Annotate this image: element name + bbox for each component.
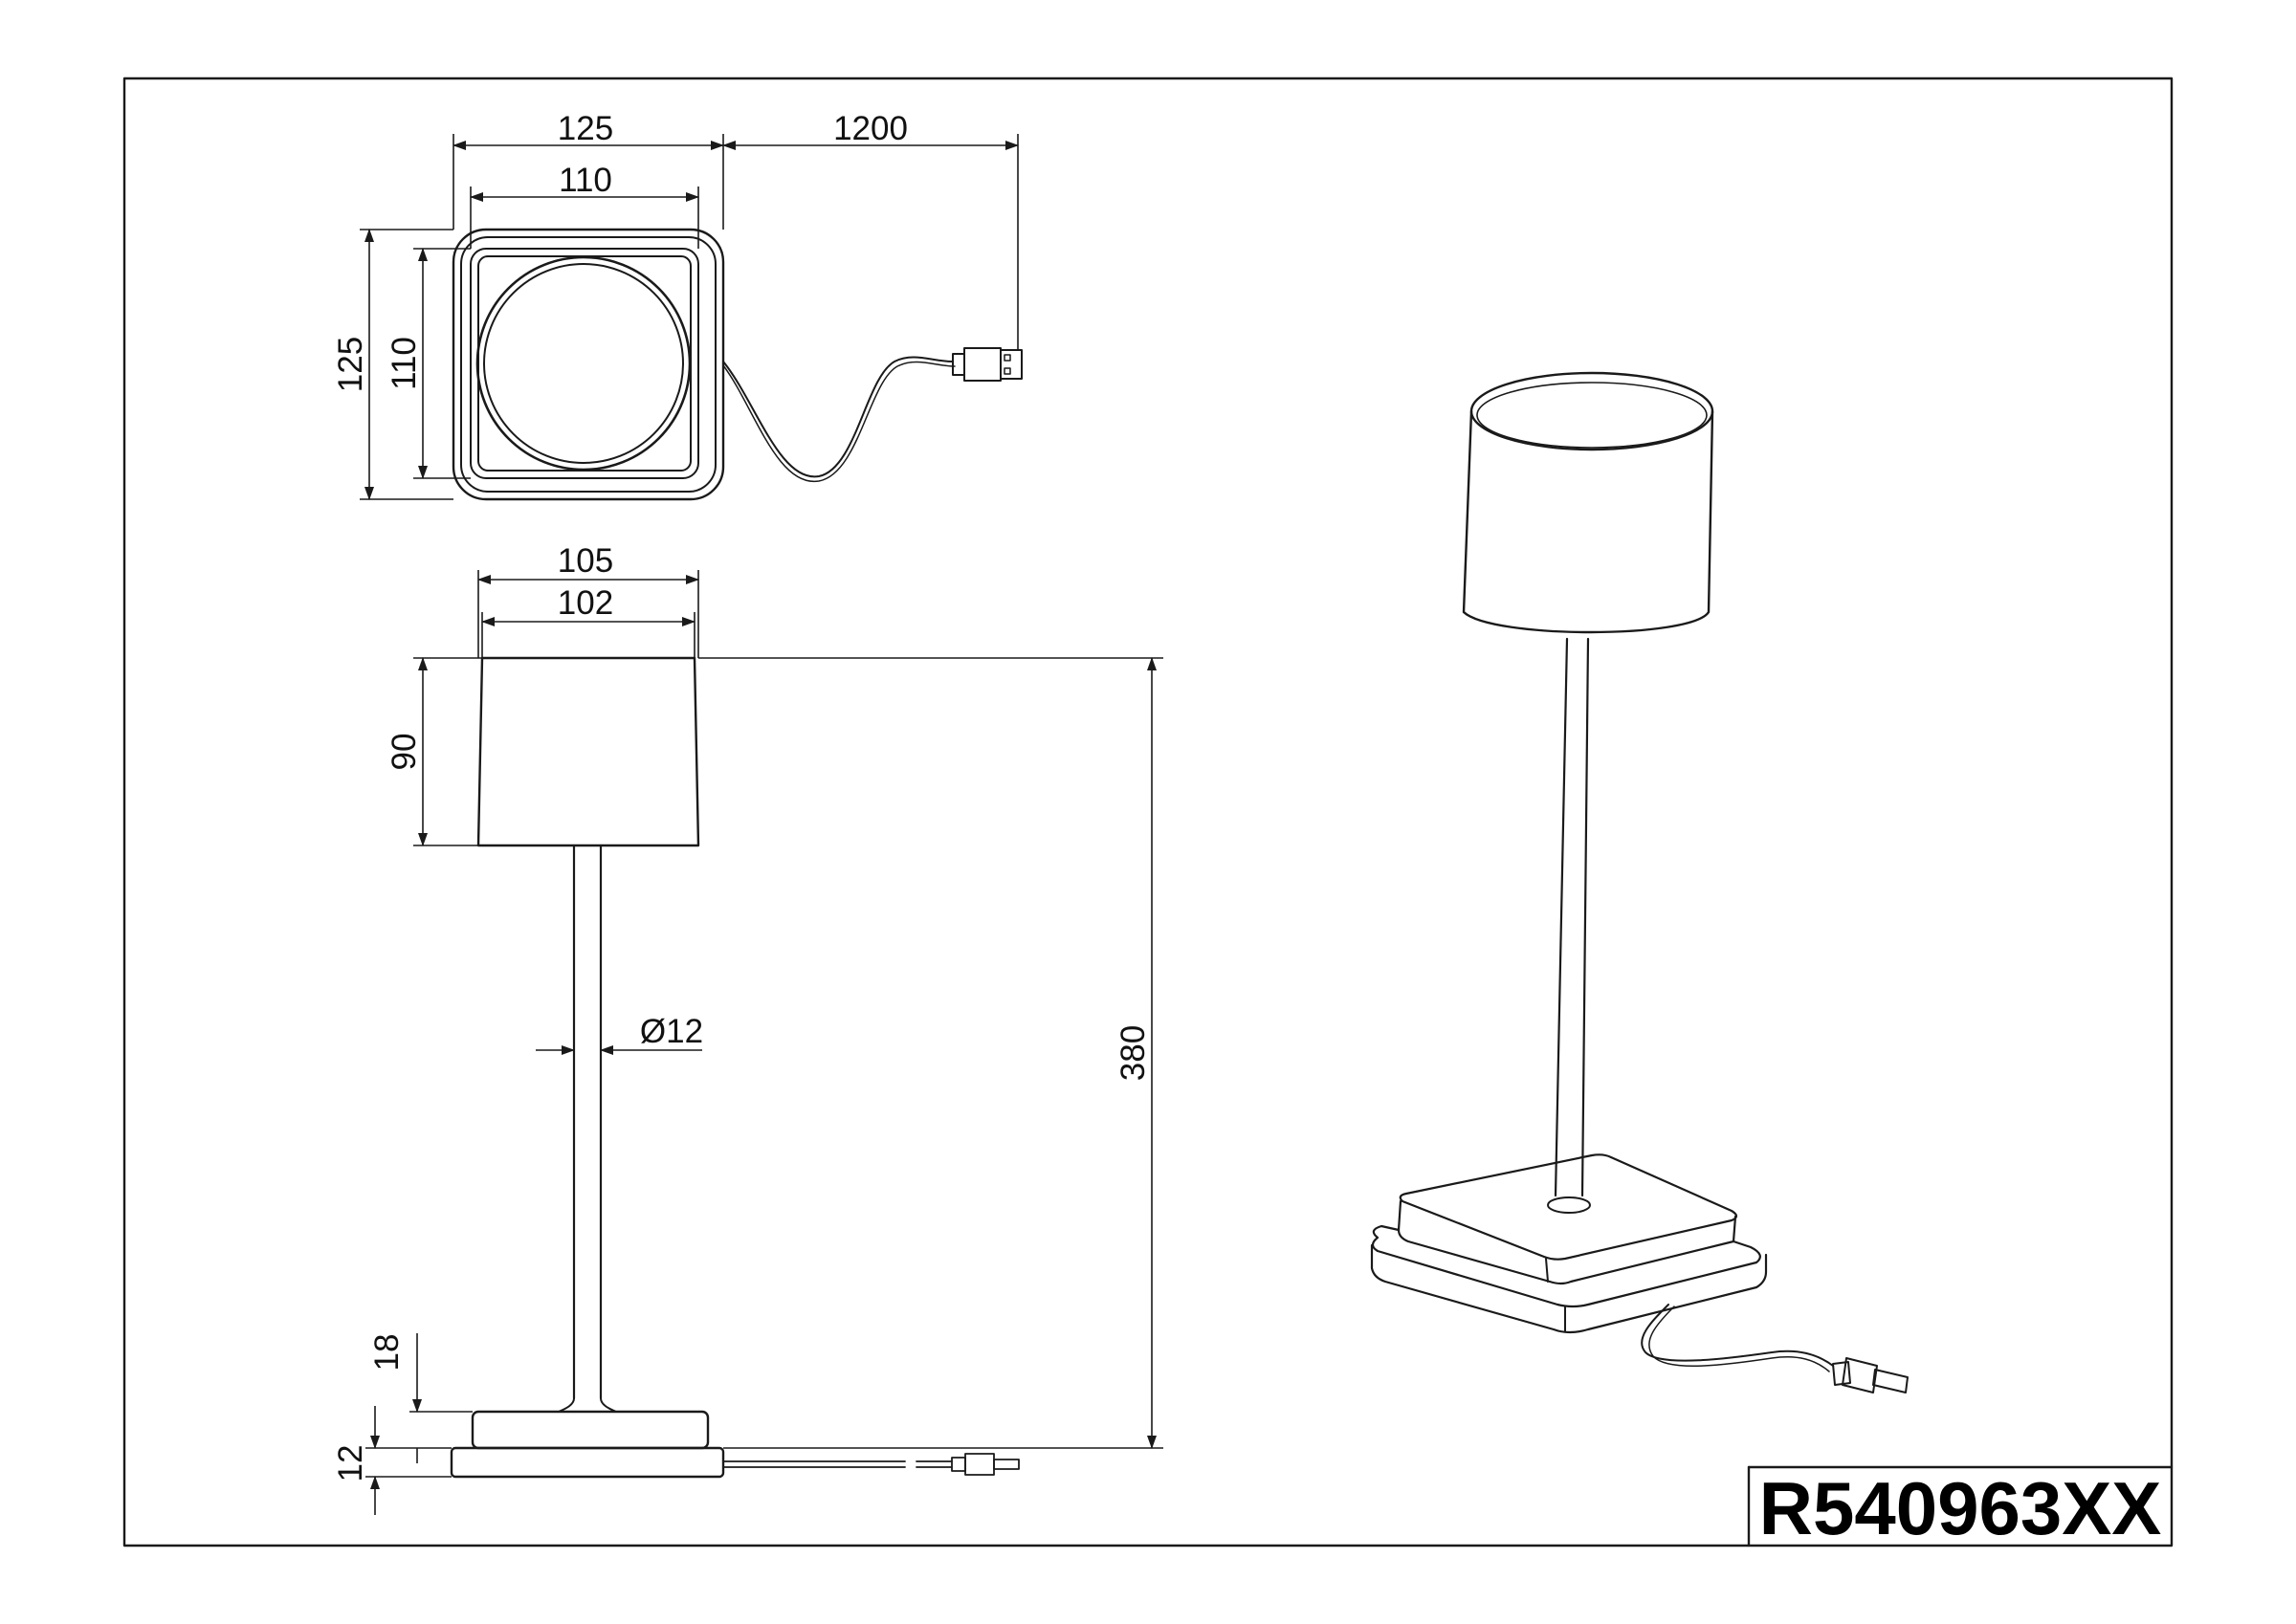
dim-label-125-side: 125 xyxy=(332,337,369,392)
base-outer-outline-inner xyxy=(460,236,717,493)
dim-label-90: 90 xyxy=(386,734,423,771)
dimension-top-width-125: 125 xyxy=(453,110,724,230)
base-outer-outline xyxy=(452,228,725,501)
shade-body xyxy=(1462,409,1714,634)
dimension-base-lower-12: 12 xyxy=(332,1406,452,1515)
dim-label-110-side: 110 xyxy=(386,337,423,390)
dimension-shade-height-90: 90 xyxy=(386,657,482,846)
usb-plug-top-icon xyxy=(952,347,1023,382)
dimension-top-depth-125: 125 xyxy=(332,229,453,500)
shade-top-circle xyxy=(475,255,692,472)
dimension-shade-105: 105 xyxy=(477,542,699,658)
cable-top-view xyxy=(722,356,953,478)
dim-label-105: 105 xyxy=(558,542,613,580)
dim-label-125-top: 125 xyxy=(558,110,613,147)
base-top-plate xyxy=(1399,1153,1738,1261)
usb-plug-perspective-icon xyxy=(1832,1357,1909,1394)
dimension-shade-102: 102 xyxy=(481,584,695,658)
dim-label-110-top: 110 xyxy=(559,162,612,199)
dimension-total-height-380: 380 xyxy=(698,657,1163,1449)
base-upper-side xyxy=(471,1410,710,1450)
dimension-cable-1200: 1200 xyxy=(722,110,1019,350)
dim-label-380: 380 xyxy=(1115,1025,1152,1081)
shade-top-ellipse xyxy=(1469,371,1714,451)
shade-top-circle-inner xyxy=(483,263,684,464)
dim-label-12: 12 xyxy=(332,1445,369,1482)
base-bottom-plate xyxy=(1371,1224,1761,1308)
dim-label-102: 102 xyxy=(558,584,613,622)
top-view: 125 110 1200 125 110 xyxy=(332,110,1023,501)
dim-label-1200: 1200 xyxy=(833,110,908,147)
usb-plug-side-icon xyxy=(951,1453,1020,1476)
product-code-box: R540963XX xyxy=(1747,1465,2174,1550)
dimension-top-depth-110: 110 xyxy=(386,248,471,479)
dim-label-o12: Ø12 xyxy=(640,1013,703,1050)
dimension-base-upper-18: 18 xyxy=(368,1333,473,1463)
drawing-frame xyxy=(122,77,2174,1547)
dimension-top-width-110: 110 xyxy=(470,162,699,249)
base-inner-outline xyxy=(470,248,699,479)
dimension-stem-diameter: Ø12 xyxy=(536,1013,703,1055)
perspective-view xyxy=(1370,371,1909,1394)
dim-label-18: 18 xyxy=(368,1334,406,1372)
base-lower-side xyxy=(450,1446,725,1479)
product-code: R540963XX xyxy=(1759,1466,2162,1550)
side-view: 105 102 90 Ø12 380 xyxy=(332,542,1163,1515)
cable-perspective xyxy=(1641,1304,1834,1367)
shade-side xyxy=(476,656,700,847)
